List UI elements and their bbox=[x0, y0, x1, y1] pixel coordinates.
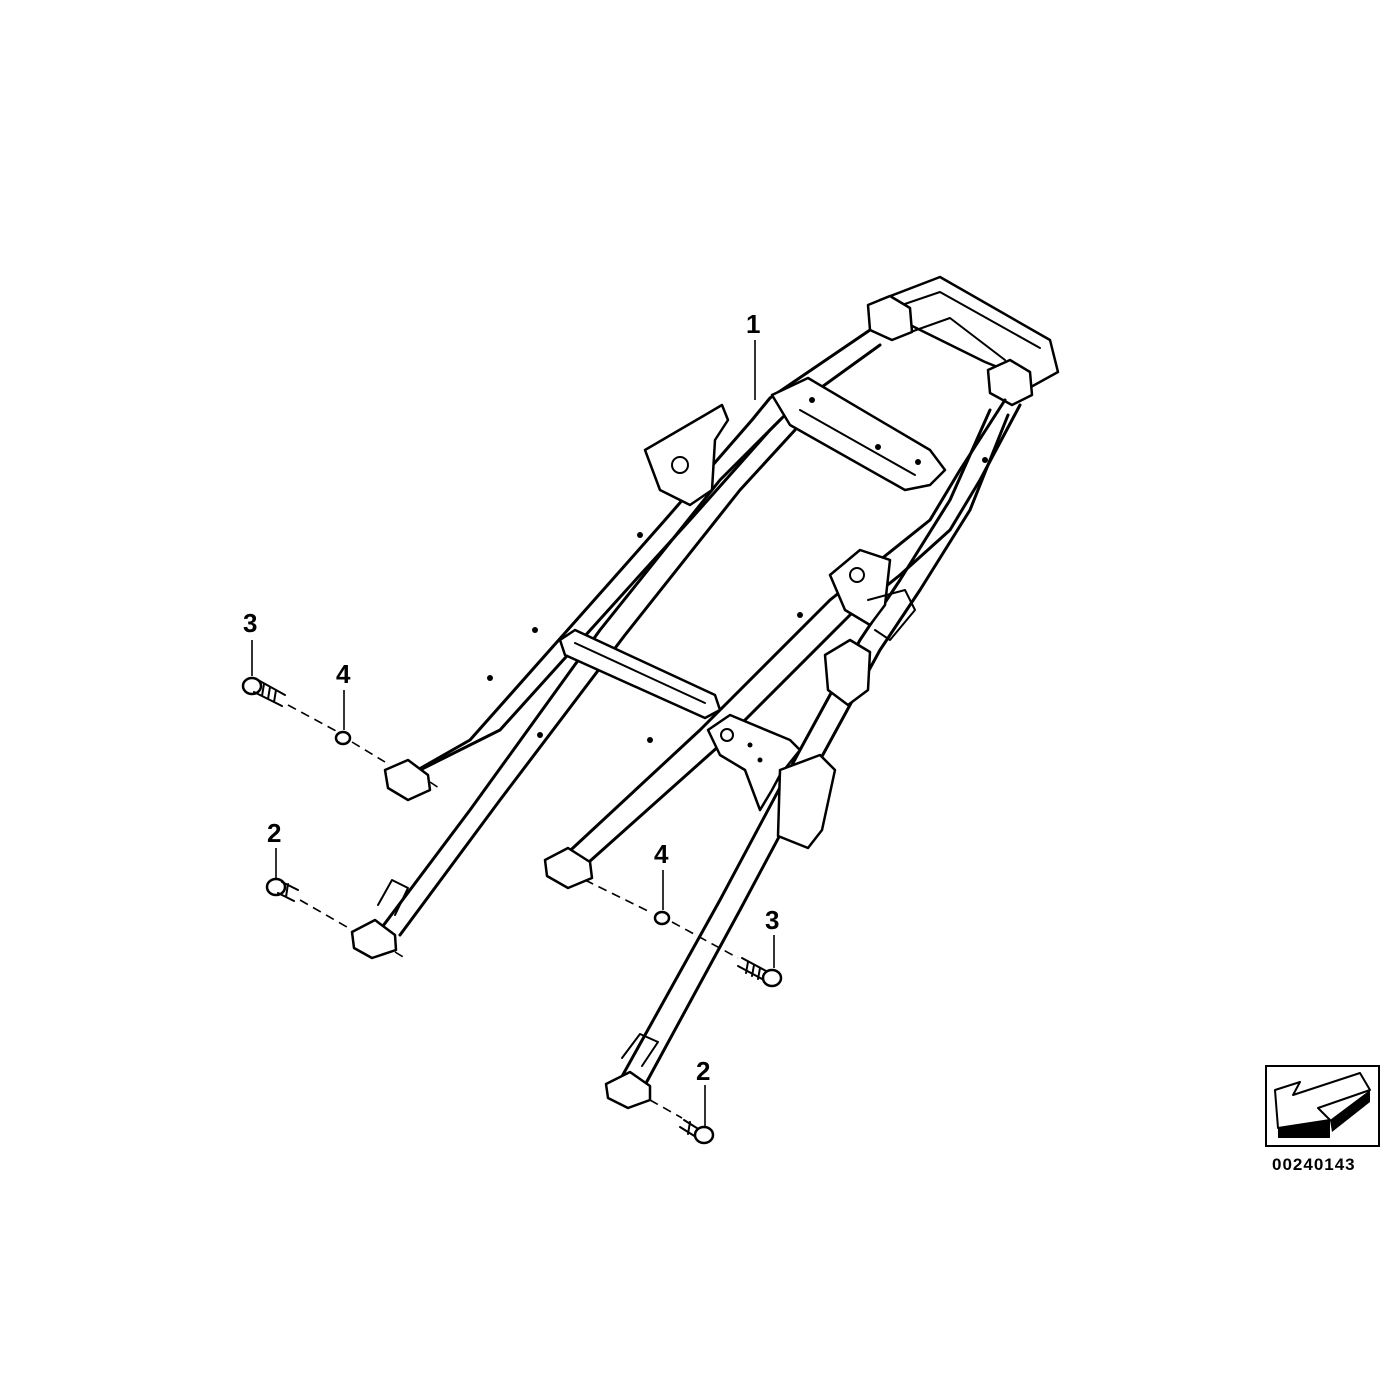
right-upper-rail-end bbox=[543, 846, 594, 890]
left-upper-rail-end bbox=[383, 758, 432, 802]
orientation-box bbox=[1265, 1065, 1380, 1147]
callout-3-left: 3 bbox=[243, 608, 257, 638]
left-lower-rail-end bbox=[350, 918, 398, 960]
part-number: 00240143 bbox=[1272, 1155, 1356, 1174]
callout-4-right: 4 bbox=[654, 839, 669, 869]
top-bracket-right bbox=[986, 358, 1034, 407]
callout-3-right: 3 bbox=[765, 905, 779, 935]
callout-2-right: 2 bbox=[696, 1056, 710, 1086]
right-mid-bracket bbox=[828, 548, 892, 627]
washer-4-left bbox=[334, 730, 352, 746]
rear-frame bbox=[350, 275, 1060, 1110]
callout-labels: 1 2 2 3 3 4 4 bbox=[243, 309, 779, 1086]
bolt-2-left bbox=[265, 877, 406, 959]
callout-1: 1 bbox=[746, 309, 760, 339]
washer-4-right bbox=[653, 910, 671, 926]
left-side-bracket bbox=[643, 403, 730, 507]
leaders bbox=[251, 340, 775, 1126]
callout-4-left: 4 bbox=[336, 659, 351, 689]
fasteners bbox=[241, 676, 783, 1145]
rail-clamp bbox=[823, 638, 872, 707]
right-side-plate bbox=[776, 753, 837, 850]
upper-cross-member bbox=[770, 376, 947, 492]
right-lower-rail-end bbox=[604, 1070, 652, 1110]
arrow-down-left-icon bbox=[1274, 1072, 1371, 1138]
bolt-3-right bbox=[737, 957, 783, 988]
bolt-2-right bbox=[649, 1099, 715, 1145]
bolt-3-left bbox=[241, 676, 339, 733]
callout-2-left: 2 bbox=[267, 818, 281, 848]
